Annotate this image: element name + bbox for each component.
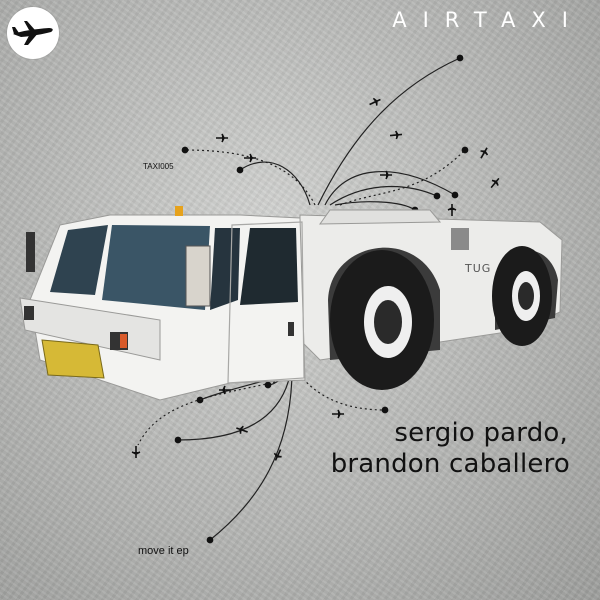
airplane-icon — [216, 133, 228, 143]
airplane-icon — [332, 409, 344, 419]
artist-line-1: sergio pardo, — [394, 418, 568, 448]
airplane-icon — [244, 153, 256, 163]
airplane-icon — [389, 130, 403, 140]
release-title: move it ep — [138, 545, 189, 557]
vehicle-badge: TUG — [465, 262, 492, 275]
artist-line-2: brandon caballero — [330, 449, 570, 479]
airplane-icon — [219, 385, 231, 395]
airplane-icon — [273, 449, 282, 461]
aircraft-tug-vehicle — [19, 206, 563, 401]
airplane-icon — [490, 177, 500, 189]
airplane-icon — [369, 97, 381, 106]
airplane-icon — [380, 170, 392, 180]
brand-name: AIRTAXI — [392, 8, 584, 32]
catalog-number: TAXI005 — [143, 162, 174, 171]
airplane-icon — [12, 21, 53, 45]
airplane-icon — [480, 147, 489, 159]
airplane-icon — [131, 446, 141, 458]
brand-logo — [7, 7, 59, 59]
airplane-icon — [447, 204, 457, 216]
small-plane-icons — [131, 97, 500, 461]
airplane-icon — [236, 425, 248, 434]
